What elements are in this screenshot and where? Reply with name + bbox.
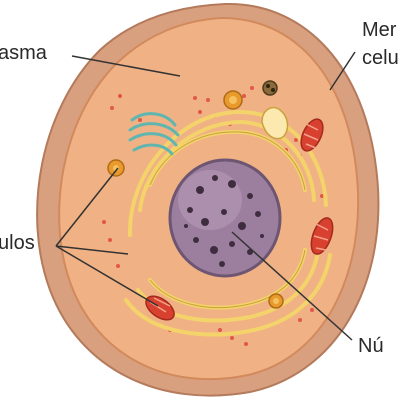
er-outline: [149, 131, 306, 309]
label-organulos: ulos: [0, 232, 35, 254]
label-membrana-line2: celu: [362, 47, 399, 69]
leader-organulos-3: [55, 245, 159, 307]
leader-organulos-1: [55, 167, 119, 247]
label-nucleo: Nú: [358, 335, 384, 357]
leader-citoplasma: [71, 55, 181, 77]
nucleus-highlight: [178, 170, 242, 230]
label-citoplasma: asma: [0, 42, 47, 64]
mitochondria: [145, 118, 334, 321]
vacuole: [261, 106, 289, 140]
leader-lines: [55, 51, 356, 341]
centriole: [262, 80, 278, 96]
leader-organulos-2: [55, 245, 129, 255]
golgi-apparatus: [128, 112, 180, 156]
chromatin: [184, 175, 264, 267]
leader-membrana: [329, 51, 356, 91]
label-membrana-line1: Mer: [362, 19, 397, 41]
leader-nucleo: [231, 231, 353, 341]
